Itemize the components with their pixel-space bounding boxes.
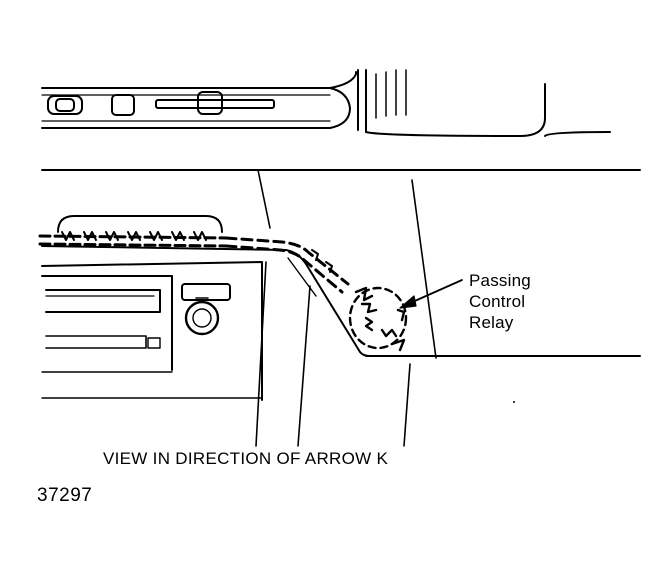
- passing-control-relay: [348, 286, 408, 352]
- main-panel-outline: [41, 169, 641, 359]
- figure-number: 37297: [37, 485, 93, 506]
- leader-lines: [255, 261, 411, 447]
- relay-callout-arrow: [399, 279, 463, 309]
- callout-line-3: Relay: [469, 313, 514, 332]
- upper-controls: [47, 91, 275, 116]
- relay-callout-label: Passing Control Relay: [469, 270, 531, 333]
- upper-dash-panel: [41, 69, 611, 137]
- callout-line-2: Control: [469, 292, 526, 311]
- view-caption: VIEW IN DIRECTION OF ARROW K: [103, 449, 389, 468]
- radio-bezel: [41, 215, 371, 401]
- harness-connector-zigzags: [61, 231, 333, 273]
- speck-mark: [513, 401, 515, 403]
- callout-line-1: Passing: [469, 271, 531, 290]
